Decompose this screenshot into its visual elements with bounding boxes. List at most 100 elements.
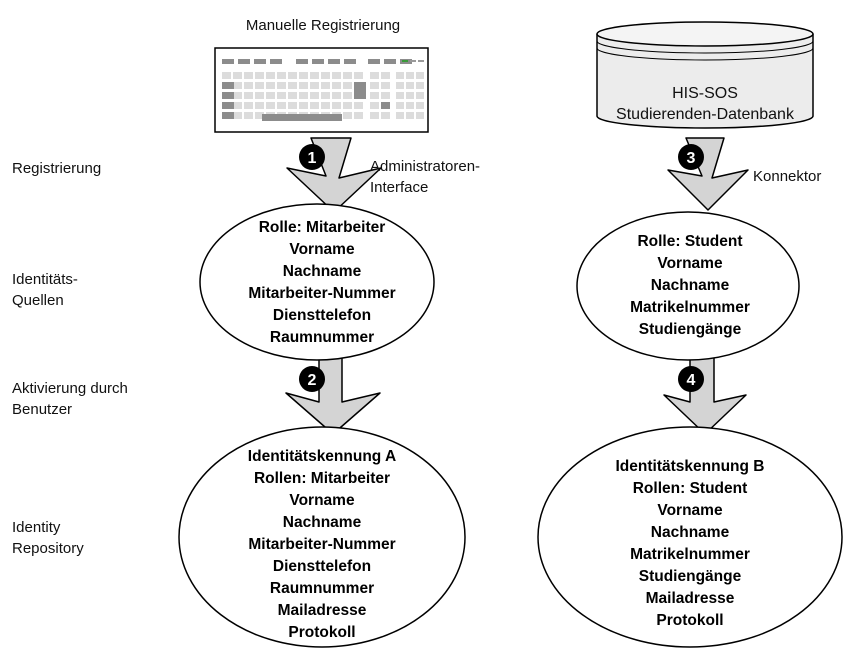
ellipse-line: Vorname <box>289 492 355 509</box>
left-labels: Registrierung Identitäts- Quellen Aktivi… <box>12 160 128 557</box>
keyboard-key <box>354 82 366 99</box>
keyboard-key <box>406 102 414 109</box>
ellipse-line: Rolle: Student <box>637 233 742 250</box>
keyboard-title: Manuelle Registrierung <box>246 17 400 34</box>
keyboard-key <box>266 82 275 89</box>
ellipse-line: Nachname <box>651 277 730 294</box>
label-aktivierung-2: Benutzer <box>12 401 72 418</box>
ellipse-line: Mailadresse <box>278 602 367 619</box>
keyboard-key <box>406 92 414 99</box>
keyboard-key <box>370 72 379 79</box>
ellipse-line: Vorname <box>289 241 355 258</box>
keyboard-key <box>321 102 330 109</box>
keyboard-key <box>396 82 404 89</box>
keyboard-key <box>254 59 266 64</box>
admin-interface-label-1: Administratoren- <box>370 158 480 175</box>
database-subtitle: Studierenden-Datenbank <box>616 106 795 123</box>
keyboard-key <box>416 92 424 99</box>
label-registrierung: Registrierung <box>12 160 101 177</box>
keyboard-key <box>277 92 286 99</box>
ellipse-line: Matrikelnummer <box>630 546 750 563</box>
ellipse-line: Nachname <box>283 514 362 531</box>
label-identitaets-quellen-1: Identitäts- <box>12 271 78 288</box>
identity-b-text: Identitätskennung B Rollen: Student Vorn… <box>616 458 765 629</box>
keyboard-key <box>370 112 379 119</box>
keyboard-key <box>343 102 352 109</box>
ellipse-line: Nachname <box>651 524 730 541</box>
keyboard-key <box>321 72 330 79</box>
keyboard-key <box>277 102 286 109</box>
keyboard-key <box>370 92 379 99</box>
keyboard-key <box>255 92 264 99</box>
label-identity-repository-2: Repository <box>12 540 84 557</box>
keyboard-key <box>381 92 390 99</box>
arrow-2 <box>285 356 381 435</box>
keyboard-key <box>233 102 242 109</box>
ellipse-line: Raumnummer <box>270 329 374 346</box>
keyboard-key <box>416 102 424 109</box>
ellipse-line: Vorname <box>657 502 723 519</box>
keyboard-key <box>343 82 352 89</box>
keyboard-key <box>288 102 297 109</box>
keyboard-key <box>296 59 308 64</box>
keyboard-key <box>244 82 253 89</box>
svg-text:1: 1 <box>308 150 317 167</box>
keyboard-key <box>406 82 414 89</box>
keyboard-key <box>299 72 308 79</box>
keyboard-key <box>381 82 390 89</box>
keyboard-key <box>328 59 340 64</box>
keyboard-key <box>310 72 319 79</box>
label-aktivierung-1: Aktivierung durch <box>12 380 128 397</box>
keyboard-icon <box>214 47 429 133</box>
keyboard-key <box>233 72 242 79</box>
keyboard-key <box>332 72 341 79</box>
ellipse-line: Mitarbeiter-Nummer <box>248 536 395 553</box>
keyboard-key <box>332 82 341 89</box>
keyboard-key <box>233 82 242 89</box>
keyboard-key <box>244 92 253 99</box>
keyboard-key <box>266 92 275 99</box>
keyboard-key <box>255 72 264 79</box>
ellipse-line: Identitätskennung A <box>248 448 396 465</box>
keyboard-key <box>233 112 242 119</box>
keyboard-key <box>244 112 253 119</box>
step-badge-2: 2 <box>299 366 325 392</box>
keyboard-led <box>410 60 416 62</box>
keyboard-key <box>255 112 264 119</box>
keyboard-key <box>312 59 324 64</box>
keyboard-key <box>406 112 414 119</box>
identity-a-text: Identitätskennung A Rollen: Mitarbeiter … <box>248 448 396 641</box>
label-identity-repository-1: Identity <box>12 519 61 536</box>
ellipse-line: Protokoll <box>288 624 355 641</box>
step-badge-4: 4 <box>678 366 704 392</box>
identity-a-ellipse <box>178 426 466 648</box>
keyboard-key <box>310 92 319 99</box>
konnektor-label: Konnektor <box>753 168 821 185</box>
keyboard-key <box>299 92 308 99</box>
keyboard-key <box>222 112 234 119</box>
keyboard-key <box>370 102 379 109</box>
keyboard-key <box>354 102 363 109</box>
keyboard-key <box>299 82 308 89</box>
keyboard-key <box>266 72 275 79</box>
ellipse-line: Rollen: Mitarbeiter <box>254 470 390 487</box>
database-name: HIS-SOS <box>672 85 738 102</box>
ellipse-line: Identitätskennung B <box>616 458 765 475</box>
ellipse-line: Nachname <box>283 263 362 280</box>
keyboard-key <box>343 92 352 99</box>
keyboard-key <box>270 59 282 64</box>
keyboard-key <box>266 102 275 109</box>
keyboard-key <box>321 82 330 89</box>
keyboard-key <box>255 102 264 109</box>
keyboard-key <box>277 72 286 79</box>
keyboard-key <box>310 102 319 109</box>
keyboard-key <box>370 82 379 89</box>
ellipse-line: Diensttelefon <box>273 558 371 575</box>
keyboard-key <box>381 72 390 79</box>
ellipse-line: Mitarbeiter-Nummer <box>248 285 395 302</box>
keyboard-key <box>343 112 352 119</box>
keyboard-key <box>396 112 404 119</box>
keyboard-led <box>402 60 408 62</box>
keyboard-key <box>368 59 380 64</box>
keyboard-key <box>416 72 424 79</box>
